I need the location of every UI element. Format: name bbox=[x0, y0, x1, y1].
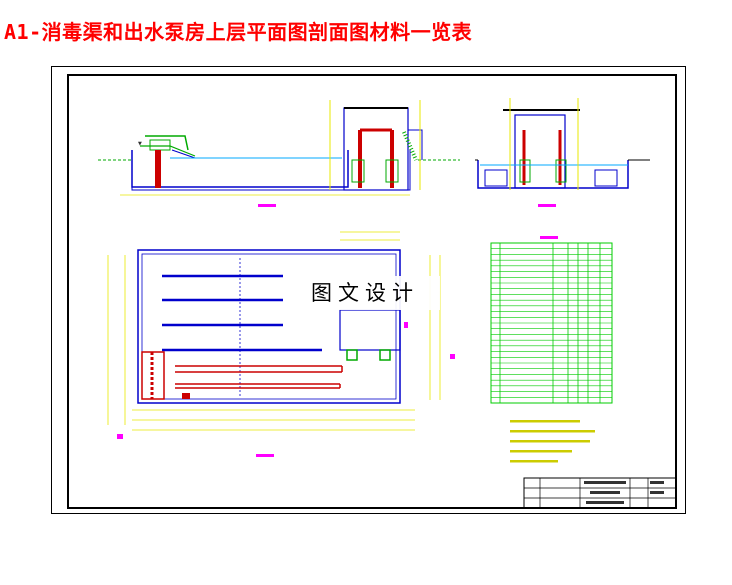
channel-section-view: ▼ bbox=[98, 100, 460, 207]
plan-marker-top bbox=[404, 322, 408, 328]
page-title: A1-消毒渠和出水泵房上层平面图剖面图材料一览表 bbox=[4, 20, 473, 44]
plan-view bbox=[107, 231, 455, 457]
svg-text:▼: ▼ bbox=[138, 141, 142, 147]
materials-table bbox=[490, 236, 613, 404]
drawing-notes bbox=[510, 420, 595, 463]
note-line bbox=[510, 440, 590, 443]
plan-marker-left bbox=[117, 434, 123, 439]
note-line bbox=[510, 420, 580, 423]
plan-marker-right bbox=[450, 354, 455, 359]
pump-house-section-view bbox=[475, 98, 650, 207]
note-line bbox=[510, 460, 558, 463]
materials-table-label bbox=[540, 236, 558, 239]
section-label-1 bbox=[258, 204, 276, 207]
watermark: 图文设计 bbox=[290, 276, 440, 310]
plan-label bbox=[256, 454, 274, 457]
section-label-2 bbox=[538, 204, 556, 207]
note-line bbox=[510, 450, 572, 453]
drawing-inner-frame bbox=[67, 74, 677, 509]
note-line bbox=[510, 430, 595, 433]
title-block bbox=[523, 477, 677, 509]
